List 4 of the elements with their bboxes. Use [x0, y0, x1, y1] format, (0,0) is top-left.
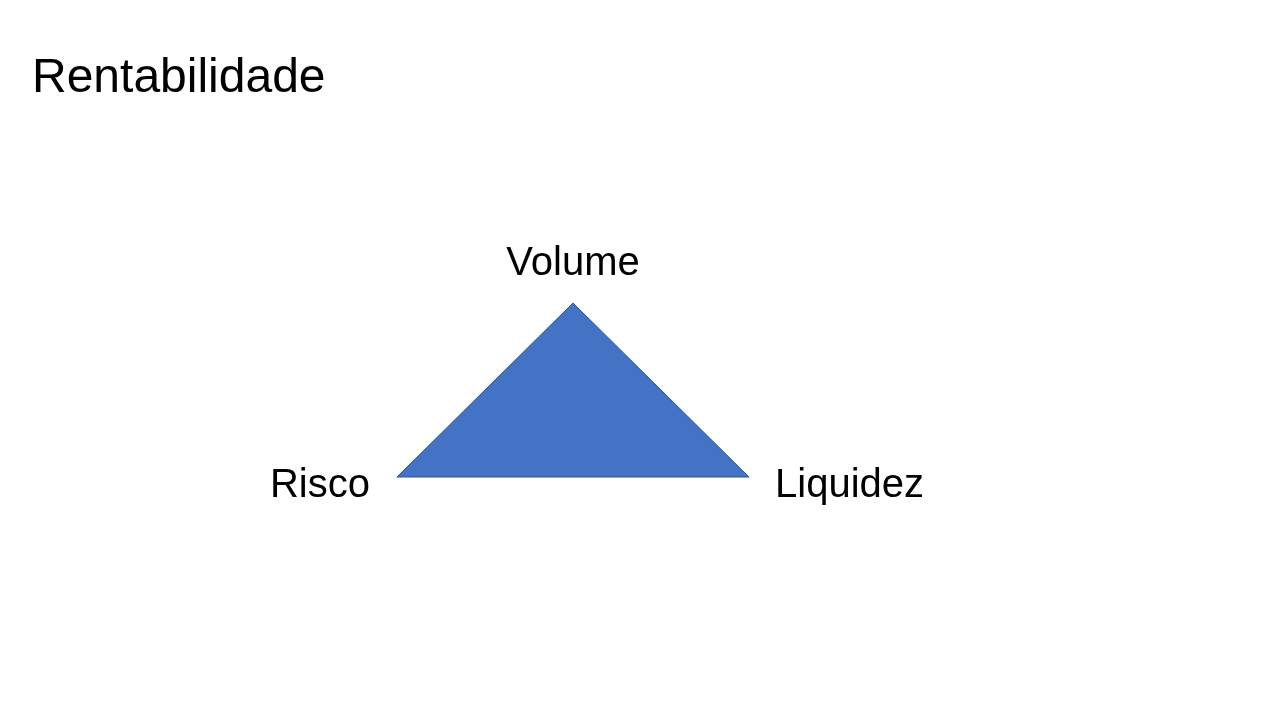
vertex-label: Volume: [505, 241, 641, 281]
slide-title: Rentabilidade: [32, 52, 326, 100]
vertex-label: Risco: [269, 463, 370, 503]
vertex-label: Liquidez: [775, 463, 924, 503]
